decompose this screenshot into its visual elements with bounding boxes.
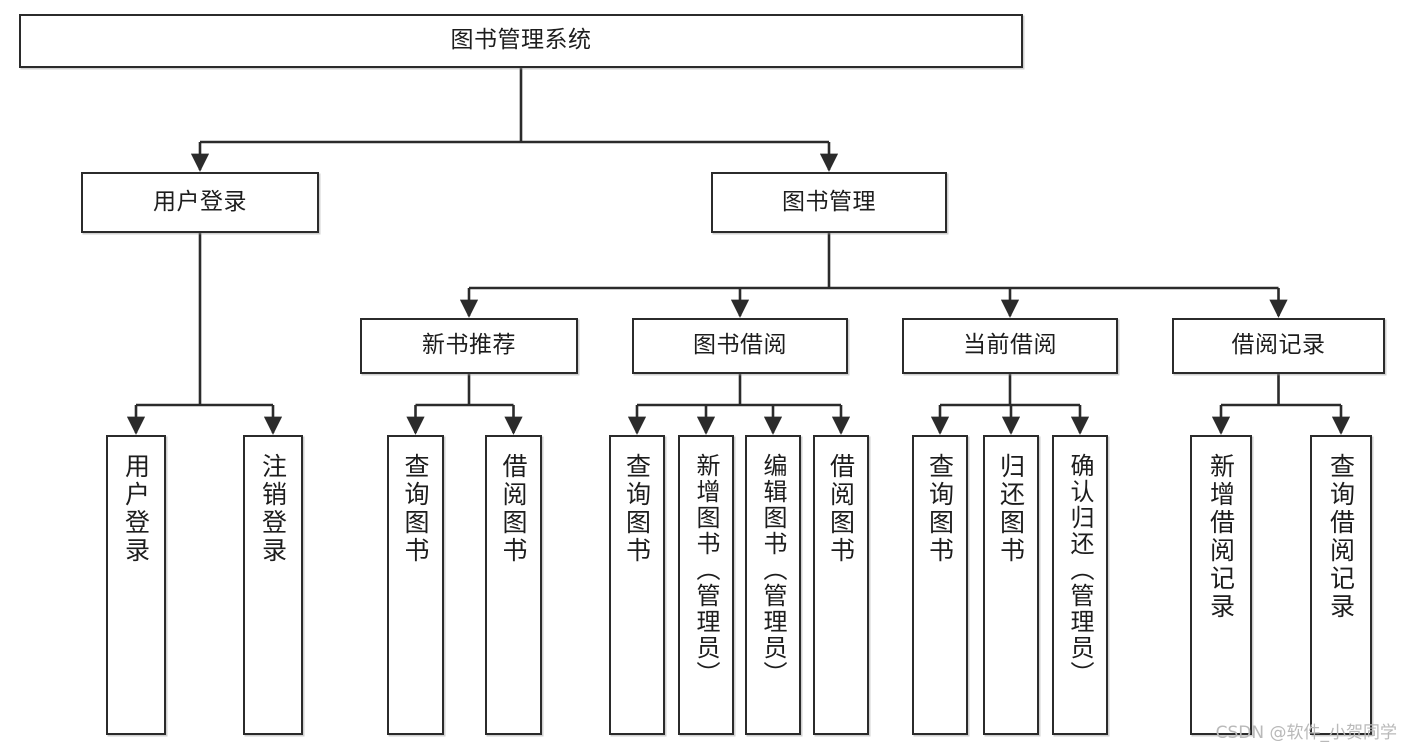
node-leaf-query-borrow-record[interactable]: 查询借阅记录 xyxy=(1310,435,1372,735)
node-label: 确认归还（管理员） xyxy=(1066,453,1094,687)
node-book-manage[interactable]: 图书管理 xyxy=(711,172,947,233)
node-label: 查询图书 xyxy=(401,453,430,565)
node-label: 借阅图书 xyxy=(499,453,528,565)
node-new-book-recommend[interactable]: 新书推荐 xyxy=(360,318,578,374)
node-leaf-add-borrow-record[interactable]: 新增借阅记录 xyxy=(1190,435,1252,735)
node-leaf-user-login[interactable]: 用户登录 xyxy=(106,435,166,735)
node-label: 新增借阅记录 xyxy=(1206,453,1236,621)
node-label: 注销登录 xyxy=(258,453,288,565)
node-leaf-borrow-book-2[interactable]: 借阅图书 xyxy=(813,435,869,735)
node-label: 借阅记录 xyxy=(1231,332,1326,359)
node-book-borrow[interactable]: 图书借阅 xyxy=(632,318,848,374)
node-root[interactable]: 图书管理系统 xyxy=(19,14,1023,68)
node-label: 查询图书 xyxy=(622,453,652,565)
node-label: 用户登录 xyxy=(121,453,151,565)
watermark-text: CSDN @软件_小贺同学 xyxy=(1215,723,1397,743)
node-label: 新增图书（管理员） xyxy=(692,453,720,687)
node-current-borrow[interactable]: 当前借阅 xyxy=(902,318,1118,374)
node-label: 归还图书 xyxy=(996,453,1026,565)
node-leaf-query-book-1[interactable]: 查询图书 xyxy=(387,435,444,735)
node-label: 编辑图书（管理员） xyxy=(759,453,787,687)
node-leaf-add-book[interactable]: 新增图书（管理员） xyxy=(678,435,734,735)
node-leaf-return-book[interactable]: 归还图书 xyxy=(983,435,1039,735)
node-label: 查询借阅记录 xyxy=(1326,453,1356,621)
node-leaf-borrow-book-1[interactable]: 借阅图书 xyxy=(485,435,542,735)
node-label: 图书借阅 xyxy=(693,332,787,359)
node-borrow-record[interactable]: 借阅记录 xyxy=(1172,318,1385,374)
node-leaf-edit-book[interactable]: 编辑图书（管理员） xyxy=(745,435,801,735)
node-leaf-logout[interactable]: 注销登录 xyxy=(243,435,303,735)
node-label: 查询图书 xyxy=(925,453,955,565)
node-label: 借阅图书 xyxy=(826,453,856,565)
node-label: 当前借阅 xyxy=(963,332,1057,359)
node-user-login[interactable]: 用户登录 xyxy=(81,172,319,233)
node-label: 图书管理 xyxy=(782,188,876,215)
node-leaf-query-book-2[interactable]: 查询图书 xyxy=(609,435,665,735)
node-leaf-query-book-3[interactable]: 查询图书 xyxy=(912,435,968,735)
node-leaf-confirm-return[interactable]: 确认归还（管理员） xyxy=(1052,435,1108,735)
node-label: 图书管理系统 xyxy=(450,27,592,54)
node-label: 新书推荐 xyxy=(422,332,516,359)
node-label: 用户登录 xyxy=(153,188,247,215)
